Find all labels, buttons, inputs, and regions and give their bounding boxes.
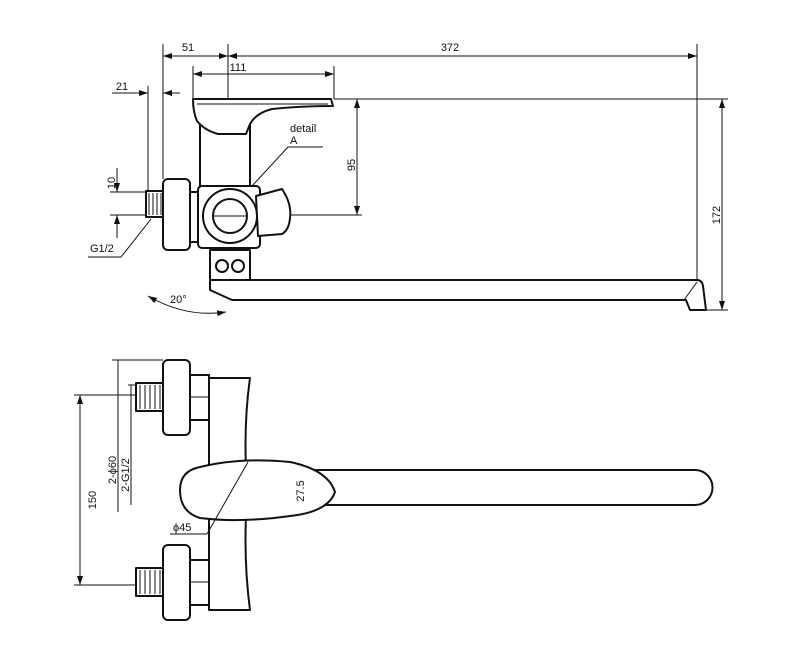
eccentric-flange-side xyxy=(162,178,191,251)
thread-label-side: G1/2 xyxy=(90,243,114,255)
detail-leader-line xyxy=(251,146,323,187)
dim-95-label: 95 xyxy=(346,159,358,171)
lever-handle-side xyxy=(192,98,334,135)
side-view: 51 372 111 21 detail A 95 10 172 G1/2 20… xyxy=(88,42,728,317)
detail-ref-label: A xyxy=(290,135,298,147)
pipe-diameter-label: 2-ϕ60 xyxy=(107,456,119,484)
eccentric-flange-bottom-plan xyxy=(162,544,191,621)
inlet-thread-hatch xyxy=(148,193,162,215)
diverter-lever-side xyxy=(255,188,292,237)
spout-plan xyxy=(299,469,714,506)
dim-51-label: 51 xyxy=(182,42,194,54)
dim-27-5-label: 27.5 xyxy=(295,480,307,501)
spout-nozzle-line xyxy=(683,281,698,301)
inlet-thread-bottom-hatch xyxy=(139,570,161,594)
spout-side xyxy=(209,279,707,311)
outlet-hole-left xyxy=(215,259,229,273)
thread-label-plan: 2-G1/2 xyxy=(120,458,132,492)
plan-view: 150 2-ϕ60 2-G1/2 27.5 ϕ45 xyxy=(74,359,714,621)
lever-handle-plan xyxy=(179,459,336,522)
dim-150-label: 150 xyxy=(87,491,99,509)
dim-172-label: 172 xyxy=(711,206,723,224)
detail-label: detail xyxy=(290,123,316,135)
thread-leader-line xyxy=(88,218,152,258)
dim-21-label: 21 xyxy=(116,81,128,93)
dim-111-label: 111 xyxy=(230,62,247,74)
dim-372-label: 372 xyxy=(441,42,459,54)
angle-label: 20° xyxy=(170,294,187,306)
diameter-leader-diagonal xyxy=(206,461,249,535)
eccentric-flange-top-plan xyxy=(162,359,191,436)
inlet-thread-top-hatch xyxy=(139,385,161,409)
dim-10-label: 10 xyxy=(106,177,118,189)
outlet-hole-right xyxy=(231,259,245,273)
swivel-angle-arc xyxy=(147,295,227,317)
diameter-label: ϕ45 xyxy=(173,522,191,534)
